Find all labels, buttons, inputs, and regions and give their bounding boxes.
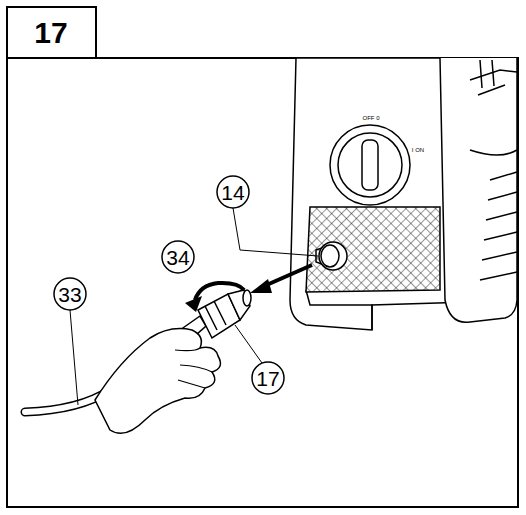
hand <box>95 329 220 434</box>
frame <box>7 58 518 507</box>
callout-number: 34 <box>166 247 189 268</box>
callout-number: 17 <box>256 368 279 389</box>
tab-box <box>7 7 96 58</box>
switch-marking: I ON <box>412 147 424 153</box>
switch-marking: OFF 0 <box>362 115 379 121</box>
arrow-head <box>250 279 272 293</box>
figure-number: 17 <box>34 18 67 48</box>
callout-number: 33 <box>58 284 81 305</box>
pressure-washer <box>290 58 517 330</box>
callout-number: 14 <box>221 182 244 203</box>
callout-circles <box>54 176 284 394</box>
